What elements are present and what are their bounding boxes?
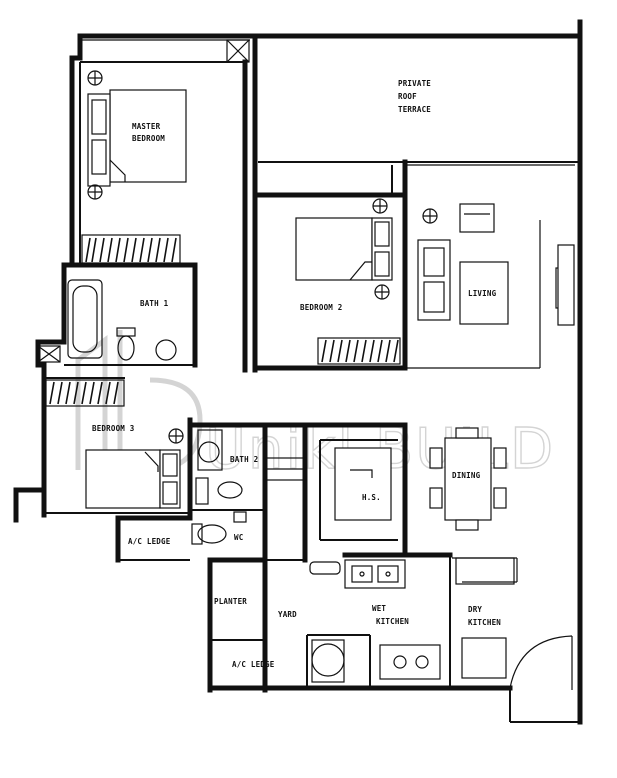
washing-machine-icon <box>311 643 345 677</box>
toilet-icon <box>217 481 243 499</box>
wardrobe-hatching <box>45 234 401 407</box>
label-yard: YARD <box>278 610 297 619</box>
stove-icon <box>379 644 441 680</box>
label-hs: H.S. <box>362 493 381 502</box>
sink-icon <box>198 441 220 463</box>
label-private-roof-terrace-2: ROOF <box>398 92 417 101</box>
room-labels: PRIVATE ROOF TERRACE MASTER BEDROOM BEDR… <box>92 79 501 669</box>
label-bedroom-2: BEDROOM 2 <box>300 303 342 312</box>
label-wet-kitchen-1: WET <box>372 604 386 613</box>
bath-fixtures <box>37 279 247 545</box>
label-private-roof-terrace-1: PRIVATE <box>398 79 431 88</box>
roof-terrace-boundary <box>82 33 578 373</box>
armchair <box>459 203 495 233</box>
label-master-bedroom-1: MASTER <box>132 122 161 131</box>
fridge-icon <box>461 637 507 679</box>
label-living: LIVING <box>468 289 497 298</box>
label-dining: DINING <box>452 471 481 480</box>
sink-icon <box>155 339 177 361</box>
bedroom-2-bed <box>295 217 373 281</box>
label-bath-2: BATH 2 <box>230 455 258 464</box>
label-wet-kitchen-2: KITCHEN <box>376 617 409 626</box>
label-ac-ledge-bottom: A/C LEDGE <box>232 660 275 669</box>
label-master-bedroom-2: BEDROOM <box>132 134 165 143</box>
label-planter: PLANTER <box>214 597 247 606</box>
bathtub-icon <box>67 279 103 359</box>
label-bedroom-3: BEDROOM 3 <box>92 424 135 433</box>
coffee-table <box>459 261 509 325</box>
watermark-logo-icon <box>75 330 203 473</box>
interior-walls <box>41 59 575 693</box>
label-dry-kitchen-1: DRY <box>468 605 482 614</box>
label-private-roof-terrace-3: TERRACE <box>398 105 431 114</box>
furniture <box>85 70 575 531</box>
label-ac-ledge-left: A/C LEDGE <box>128 537 171 546</box>
label-dry-kitchen-2: KITCHEN <box>468 618 501 627</box>
bedroom-3-bed <box>85 449 161 509</box>
label-wc: WC <box>234 533 243 542</box>
hs-bed <box>334 447 392 521</box>
kitchen-fixtures <box>265 457 573 690</box>
label-bath-1: BATH 1 <box>140 299 169 308</box>
kitchen-sink-icon <box>344 559 406 589</box>
toilet-icon <box>197 524 227 544</box>
